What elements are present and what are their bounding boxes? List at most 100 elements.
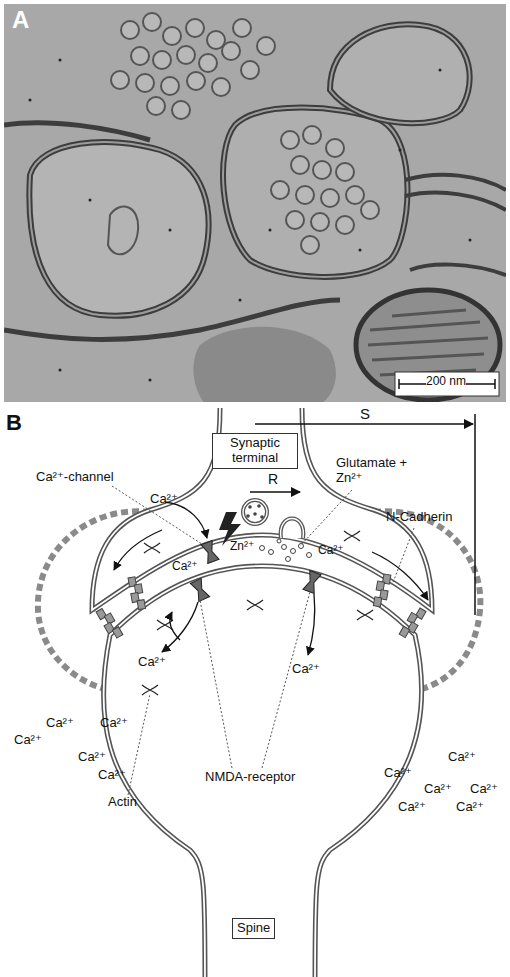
ion-label: Ca²⁺ [398,800,426,815]
vesicle [186,19,204,37]
actin-filament [344,531,360,541]
cadherin-chain [399,606,426,641]
actin-filament [144,543,160,553]
vesicle [311,213,329,231]
r-arrow [250,491,300,493]
vesicle [321,189,339,207]
text-box: Spine [232,918,275,939]
transmitter-dot [253,512,257,516]
particle [169,229,172,232]
leader-line [300,490,352,546]
cell-membrane [223,108,408,277]
vesicle [336,216,354,234]
leader-line [392,528,414,585]
vesicle [143,13,161,31]
n-cadherin [96,573,426,640]
vesicle [136,74,154,92]
ion-label: Zn²⁺ [230,540,254,554]
leader-line [112,486,205,546]
flux-arrow [114,530,162,570]
actin-filaments [142,531,373,695]
structure-label: Glutamate + Zn²⁺ [336,456,420,486]
particle [149,379,152,382]
actin-filament [142,685,158,695]
transmitter-dot [257,504,261,508]
flux-arrow [170,612,180,640]
leader-line [128,694,150,795]
s-arrow [255,423,473,425]
transmitter-dot [282,545,287,550]
cell-membrane [223,108,408,277]
spine-membrane [103,566,421,977]
box-text: Spine [237,921,270,936]
receptor-shape [190,578,209,601]
vesicle [131,47,149,65]
cadherin-unit [112,627,123,638]
particle [239,299,242,302]
ion-label: Ca²⁺ [172,560,198,574]
scale-label: 200 nm [426,375,466,389]
membrane-line [4,300,340,339]
membrane-line [405,175,506,190]
nmda-receptor [190,578,209,601]
flux-arrow [372,552,428,600]
transmitter-dot [260,515,264,519]
ion-label: Ca²⁺ [98,768,126,783]
particle [269,229,272,232]
vesicle [153,51,171,69]
vesicle [233,19,251,37]
cadherin-unit [399,626,410,637]
vesicle [172,101,190,119]
leader-lines [112,486,414,795]
transmitter-dot [260,546,265,551]
actin-filament [247,600,263,610]
fusing-vesicle [281,519,304,539]
cadherin-chain [373,573,391,608]
structure-label: NMDA-receptor [205,770,295,785]
vesicle [281,131,299,149]
ion-label: Ca²⁺ [292,662,320,677]
transmitter-dot [299,544,304,549]
vesicle [303,126,321,144]
mitochondrion-cristae [368,310,488,375]
ion-label: Ca²⁺ [384,766,412,781]
synaptic-vesicle [243,500,267,524]
vesicle [163,27,181,45]
spine-membrane [103,566,421,977]
released-transmitter [260,539,312,562]
particle [59,59,62,62]
transmitter-dots [246,504,264,519]
cadherin-unit [373,597,381,607]
mitochondrion [356,290,500,400]
panel-letter: A [12,6,29,34]
calcium-channel [201,541,219,564]
particle-dots [29,59,472,382]
leader-line [262,592,310,768]
vesicle [257,37,275,55]
vesicle [271,181,289,199]
distance-label: S [360,405,370,422]
particle [59,369,62,372]
vesicle [177,46,195,64]
distance-label: R [268,471,278,487]
leader-line [200,600,232,768]
vesicle [161,77,179,95]
fusing-vesicle [281,519,304,539]
organelle-outline [108,207,138,255]
transmitter-dot [291,549,296,554]
vesicle-cluster [111,13,379,254]
membrane-line [405,193,506,210]
ion-label: Ca²⁺ [46,716,74,731]
membrane-line [410,265,506,275]
cadherin-unit [376,581,384,591]
transmitter-dot [277,539,281,543]
structure-label: Actin [108,795,137,810]
particle [469,239,472,242]
vesicle [301,236,319,254]
cadherin-unit [137,600,145,610]
vesicle [222,42,240,60]
flux-arrow [162,602,198,652]
transmitter-dot [286,557,291,562]
